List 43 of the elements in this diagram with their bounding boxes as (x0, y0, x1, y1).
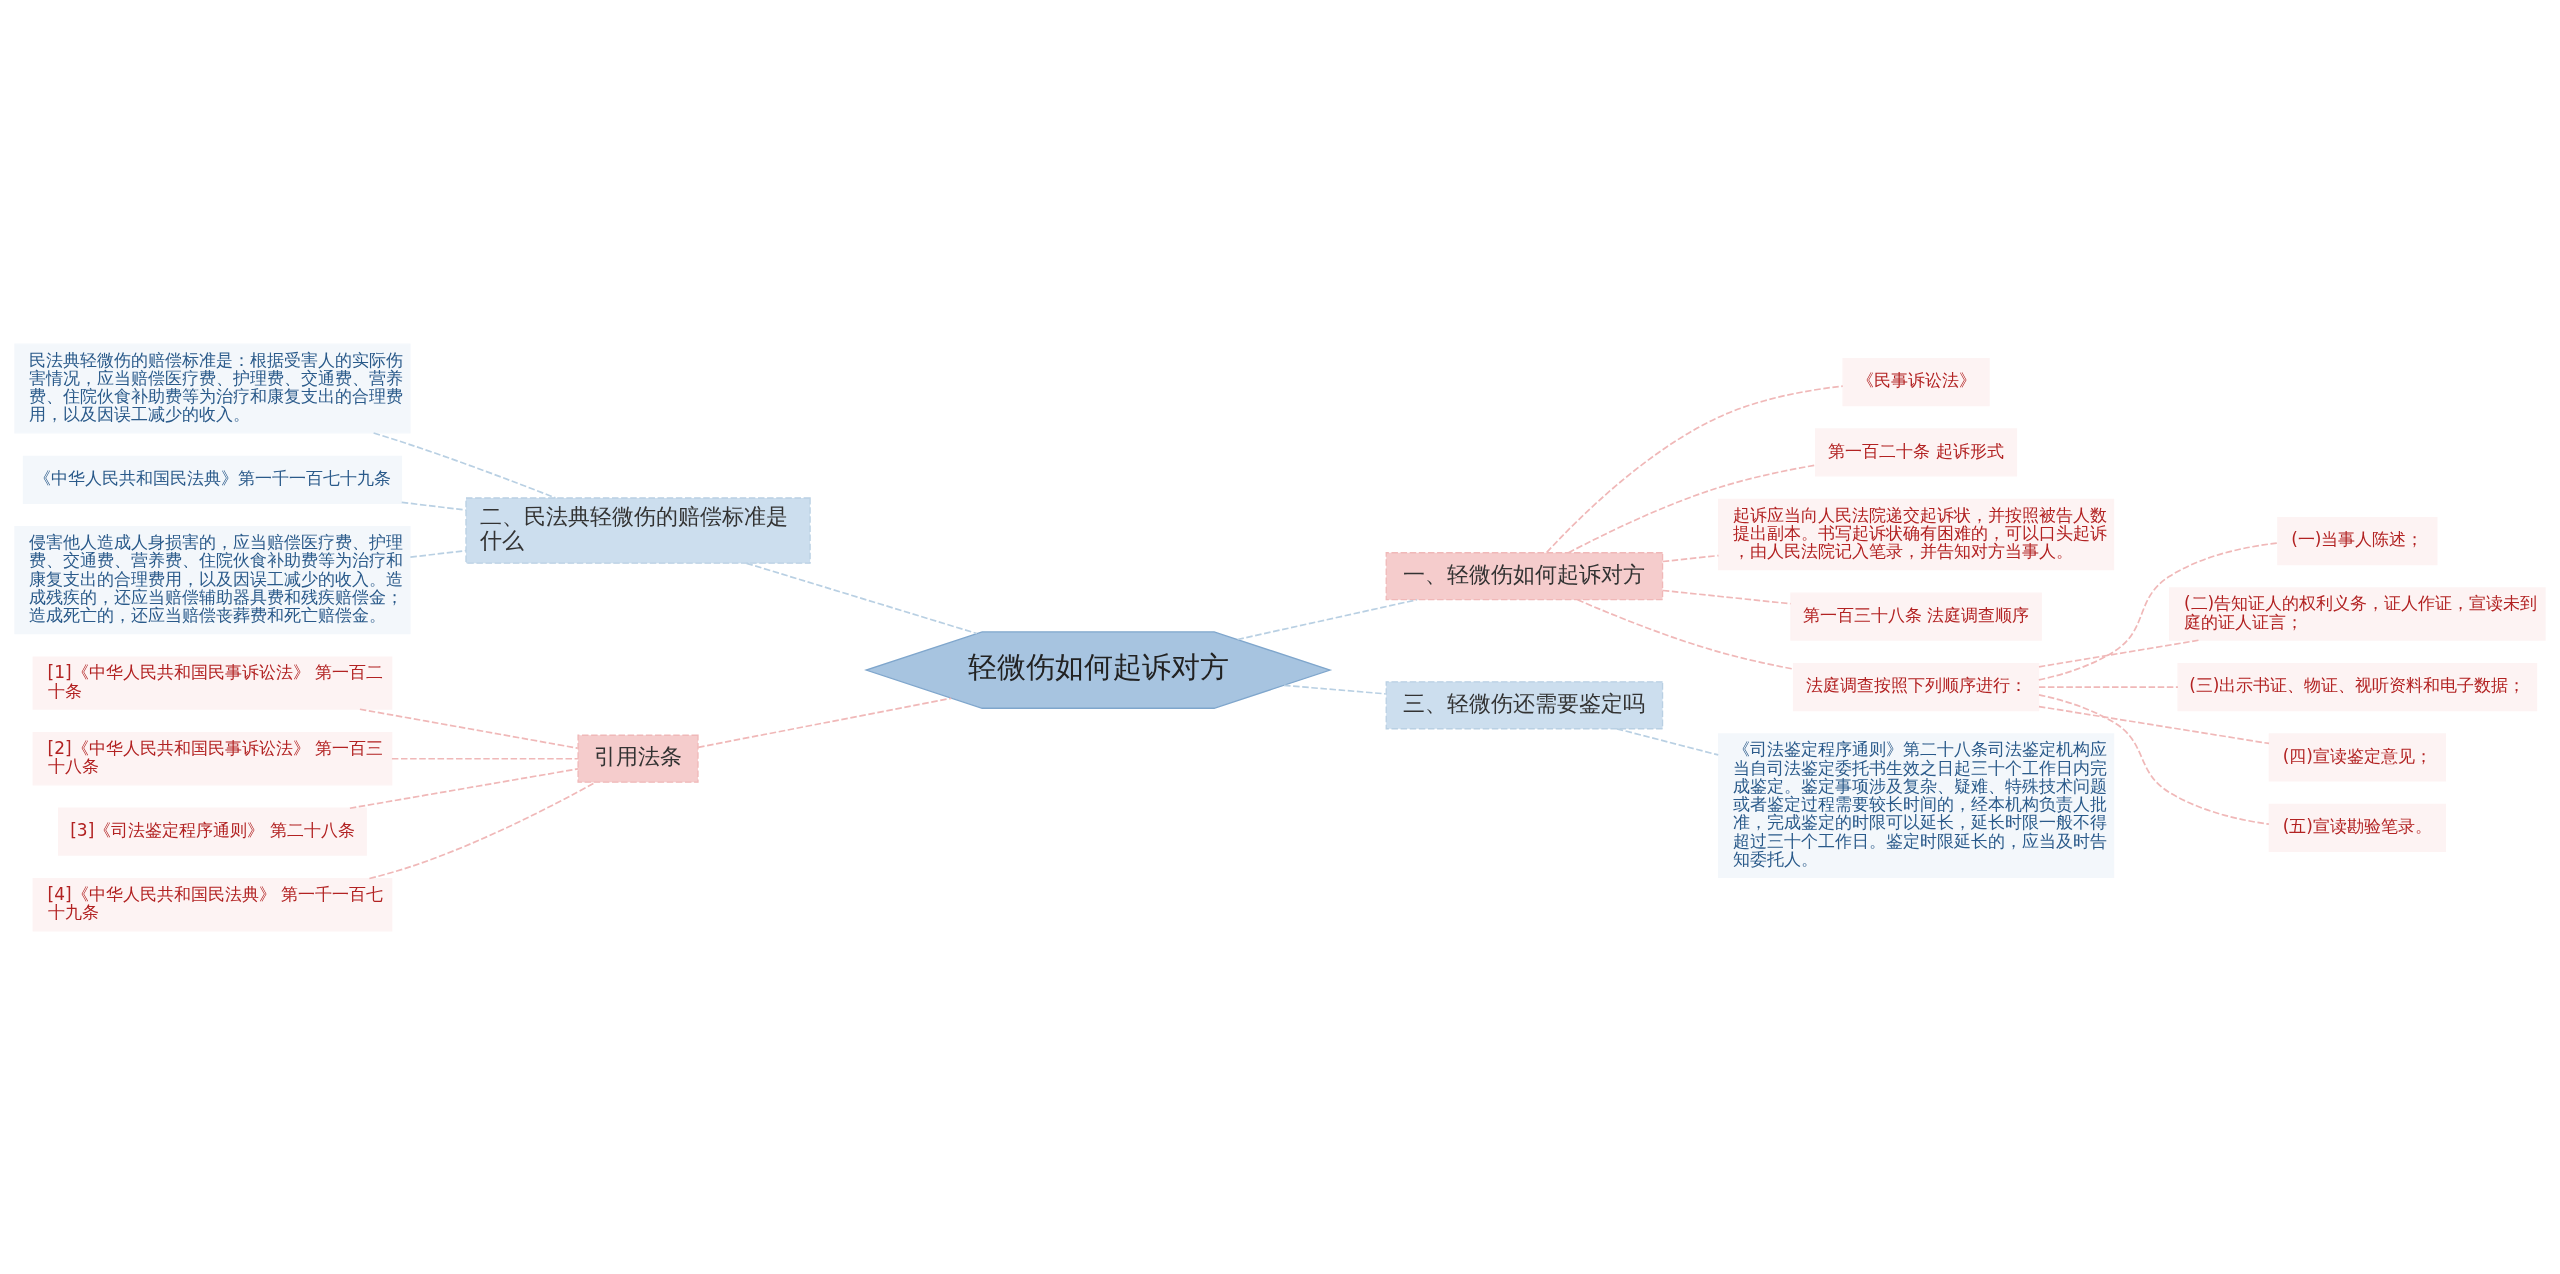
connector (400, 501, 467, 511)
node-box: [2]《中华人民共和国民事诉讼法》 第一百三十八条 (32, 731, 393, 785)
node-box: (一)当事人陈述； (2277, 516, 2438, 565)
connector (1662, 589, 1792, 605)
connector (1283, 684, 1387, 695)
connector (2038, 705, 2270, 744)
node-box: 法庭调查按照下列顺序进行： (1792, 662, 2040, 711)
node-box: 《司法鉴定程序通则》第二十八条司法鉴定机构应当自司法鉴定委托书生效之日起三十个工作日内完成鉴定。鉴定事项涉及复杂、疑难、特殊技术问题或者鉴定过程需要较长时间的，经本机构负责人批准，完成鉴定的时限可以延长，延长时限一般不得超过三十个工作日。鉴定时限延长的，应当及时告知委托人。 (1717, 732, 2115, 878)
node-box: 三、轻微伤还需要鉴定吗 (1385, 680, 1664, 729)
connector (1662, 554, 1720, 562)
connector (1576, 598, 1794, 670)
node-box: (三)出示书证、物证、视听资料和电子数据； (2177, 662, 2538, 711)
connector (1567, 463, 1817, 554)
node-box: 一、轻微伤如何起诉对方 (1385, 551, 1664, 600)
connector (745, 561, 978, 634)
connector (697, 696, 953, 748)
connector (2038, 685, 2179, 688)
node-box: 民法典轻微伤的赔偿标准是：根据受害人的实际伤害情况，应当赔偿医疗费、护理费、交通费、营养费、住院伙食补助费等为治疗和康复支出的合理费用，以及因误工减少的收入。 (14, 343, 411, 433)
node-box: 引用法条 (577, 734, 699, 783)
connector (1616, 727, 1720, 756)
node-box: [1]《中华人民共和国民事诉讼法》 第一百二十条 (32, 655, 393, 710)
node-box: (四)宣读鉴定意见； (2268, 732, 2446, 782)
connector (2038, 693, 2270, 825)
connector (349, 767, 579, 809)
connector (409, 549, 467, 558)
connector (2038, 638, 2201, 668)
node-box: 《中华人民共和国民法典》第一千一百七十九条 (22, 455, 403, 504)
node-box: (二)告知证人的权利义务，证人作证，宣读未到庭的证人证言； (2169, 586, 2546, 641)
node-box: [4]《中华人民共和国民法典》 第一千一百七十九条 (32, 877, 393, 931)
connector (359, 707, 579, 749)
node-box: 起诉应当向人民法院递交起诉状，并按照被告人数提出副本。书写起诉状确有困难的，可以口头起诉，由人民法院记入笔录，并告知对方当事人。 (1717, 498, 2115, 570)
connector (372, 431, 557, 499)
connector (1236, 598, 1418, 640)
connector (2038, 541, 2279, 681)
connector (391, 757, 579, 760)
node-box: 《民事诉讼法》 (1842, 357, 1990, 406)
node-box: [3]《司法鉴定程序通则》 第二十八条 (58, 807, 367, 856)
node-box: 第一百三十八条 法庭调查顺序 (1790, 592, 2042, 641)
node-box: (五)宣读勘验笔录。 (2268, 803, 2446, 852)
node-box: 侵害他人造成人身损害的，应当赔偿医疗费、护理费、交通费、营养费、住院伙食补助费等为治疗和康复支出的合理费用，以及因误工减少的收入。造成残疾的，还应当赔偿辅助器具费和残疾赔偿金；造成死亡的，还应当赔偿丧葬费和死亡赔偿金。 (14, 525, 411, 634)
node-box: 二、民法典轻微伤的赔偿标准是什么 (465, 496, 811, 564)
node-box: 第一百二十条 起诉形式 (1815, 427, 2018, 476)
connector (1545, 384, 1844, 553)
